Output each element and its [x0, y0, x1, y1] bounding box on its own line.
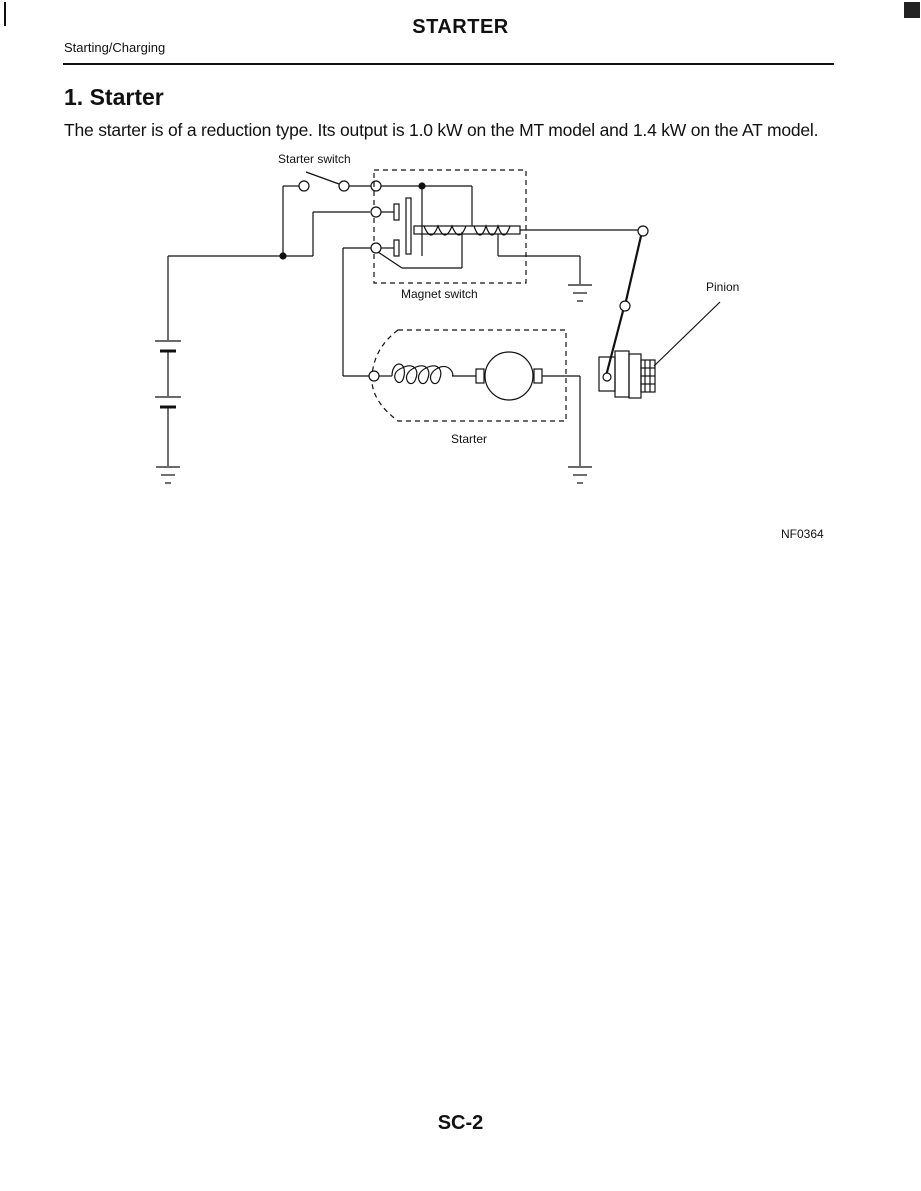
section-label: Starting/Charging	[64, 40, 166, 55]
header-rule	[63, 63, 834, 65]
figure-code: NF0364	[781, 527, 824, 541]
starter-switch-symbol	[298, 171, 473, 256]
motor-circuit-wires	[342, 247, 371, 377]
pinion-gear	[598, 301, 721, 399]
starter-circuit-diagram: Starter switch Magnet switch Pinion Star…	[155, 152, 739, 484]
battery-ground-symbol	[156, 466, 180, 484]
label-starter: Starter	[451, 432, 487, 446]
scan-edge-mark	[4, 2, 6, 26]
shift-lever	[520, 225, 649, 377]
battery-symbol	[155, 256, 181, 466]
motor-ground-symbol	[568, 466, 592, 484]
page-number: SC-2	[437, 1112, 484, 1134]
label-starter-switch: Starter switch	[278, 152, 351, 166]
battery-feed-wires	[168, 185, 370, 260]
starter-motor-box	[368, 329, 581, 466]
section-heading: 1. Starter	[64, 84, 164, 110]
scan-corner-mark	[904, 2, 920, 18]
label-magnet-switch: Magnet switch	[401, 287, 478, 301]
intro-paragraph: The starter is of a reduction type. Its …	[64, 120, 819, 140]
magnet-switch-ground-symbol	[568, 284, 592, 302]
magnet-switch-box	[370, 169, 581, 284]
page-header-title: STARTER	[412, 16, 509, 38]
label-pinion: Pinion	[706, 280, 739, 294]
